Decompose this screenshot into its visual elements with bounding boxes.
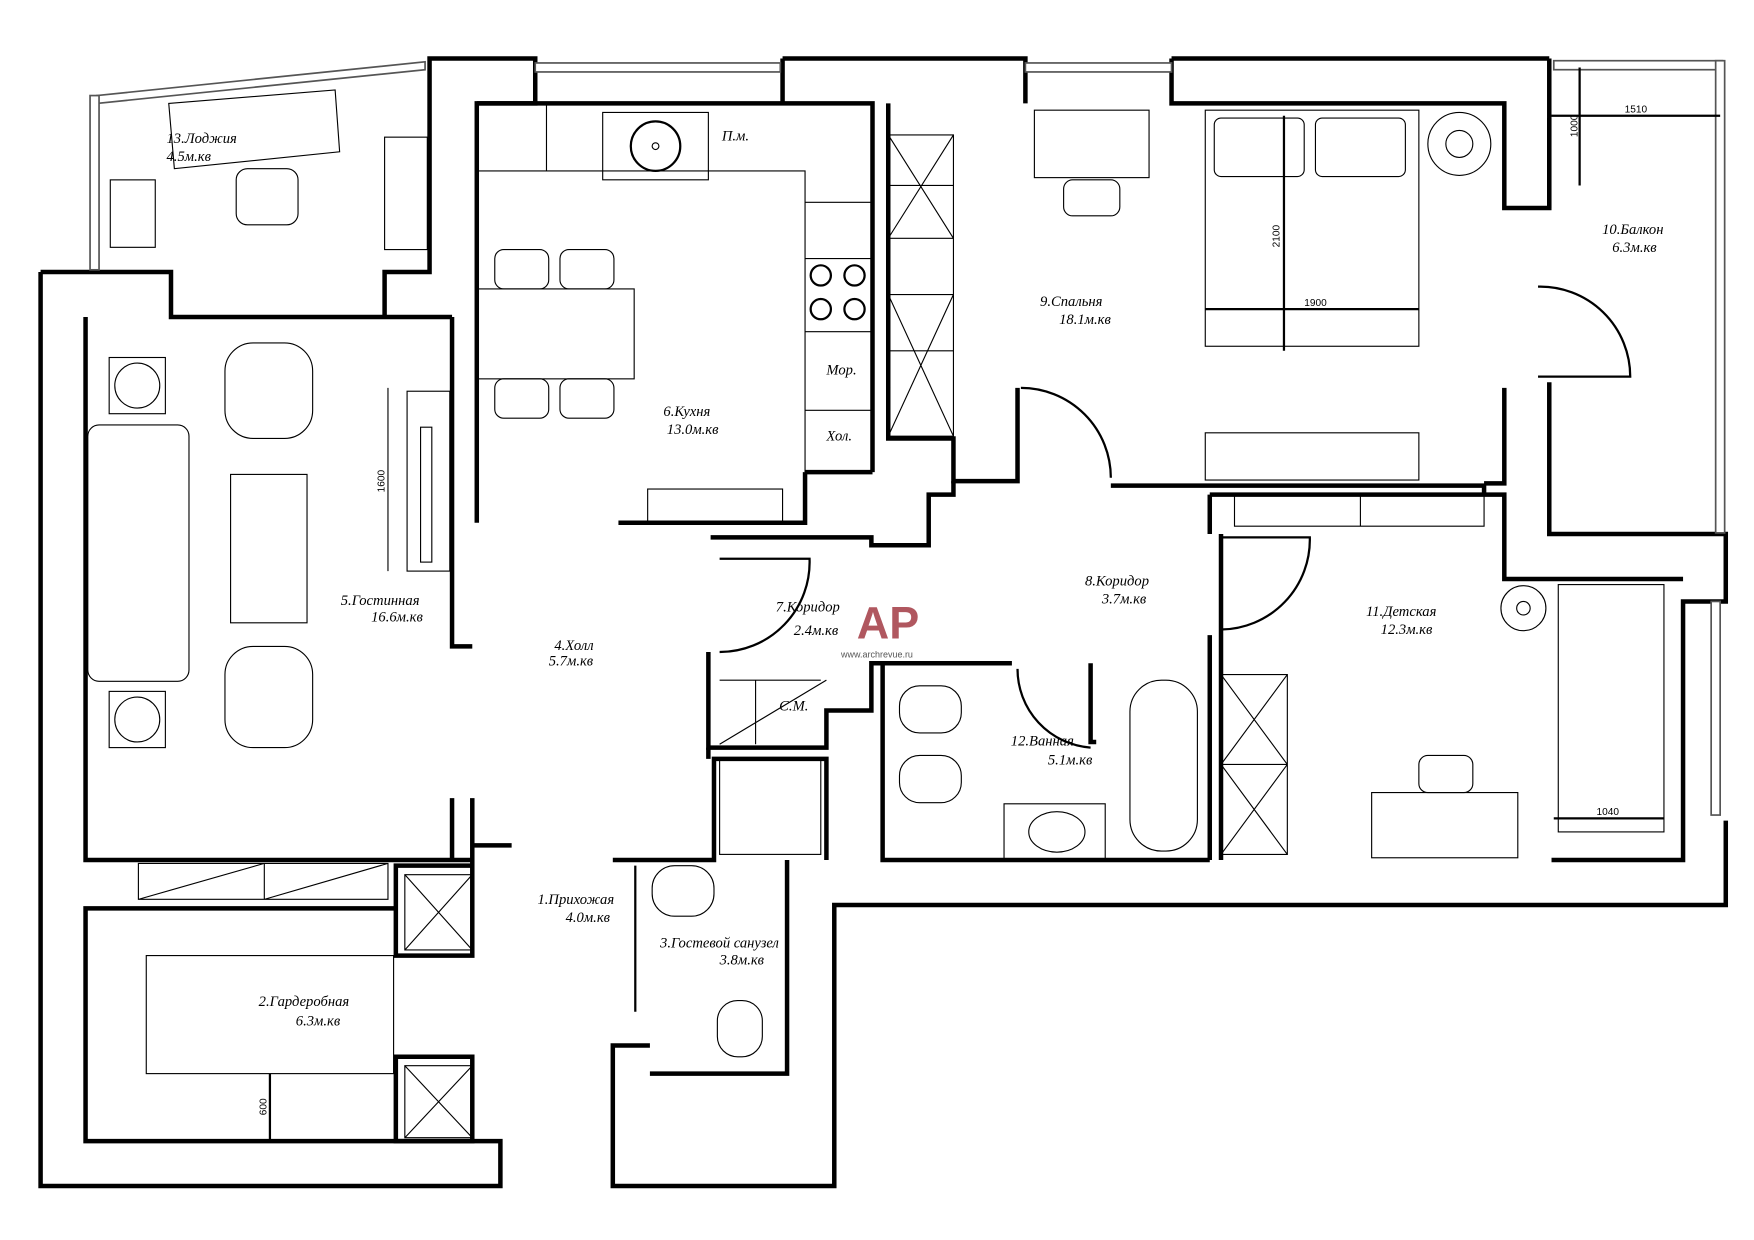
kids-desk [1371, 792, 1519, 859]
windows [89, 59, 1726, 816]
dim-balcony-depth: 1000 [1569, 114, 1580, 137]
room-8-area: 3.7м.кв [1101, 592, 1147, 608]
loggia-cabinet [384, 136, 428, 251]
dresser [1204, 432, 1420, 481]
closet-shelf [137, 862, 389, 900]
watermark-logo: AP [857, 598, 919, 649]
room-7-area: 2.4м.кв [794, 623, 839, 639]
freezer-label: Мор. [825, 362, 856, 378]
coffee-table [230, 473, 308, 624]
room-3-name: 3.Гостевой санузел [659, 936, 779, 952]
room-5-name: 5.Гостинная [341, 593, 420, 609]
armchair [224, 342, 314, 440]
room-4-area: 5.7м.кв [549, 654, 594, 670]
dishwasher-label: П.м. [721, 129, 749, 145]
room-12-area: 5.1м.кв [1048, 752, 1093, 768]
room-labels: 13.Лоджия 4.5м.кв 5.Гостинная 16.6м.кв 6… [167, 131, 1664, 1030]
room-5-area: 16.6м.кв [371, 610, 423, 626]
doors [634, 285, 1632, 1012]
kids-bed [1557, 584, 1665, 833]
room-13-area: 4.5м.кв [167, 149, 212, 165]
room-12-name: 12.Ванная [1011, 733, 1074, 749]
wardrobe [887, 134, 955, 437]
dim-bed-length: 2100 [1271, 224, 1282, 247]
room-11-name: 11.Детская [1366, 604, 1437, 620]
room-9-name: 9.Спальня [1040, 294, 1103, 310]
room-10-area: 6.3м.кв [1612, 240, 1657, 256]
room-3-area: 3.8м.кв [719, 953, 765, 969]
room-6-area: 13.0м.кв [667, 422, 719, 438]
dim-kids-desk: 1040 [1596, 807, 1619, 818]
boiler-cabinet [719, 758, 822, 855]
dim-balcony-width: 1510 [1625, 104, 1648, 115]
tv-unit [406, 390, 451, 572]
side-table [108, 690, 166, 749]
interior-walls [393, 101, 1684, 1144]
sofa [87, 424, 190, 682]
bedroom-desk [1033, 109, 1150, 179]
room-8-name: 8.Коридор [1085, 574, 1149, 590]
outer-walls [38, 56, 1729, 1189]
room-11-area: 12.3м.кв [1381, 622, 1433, 638]
kitchen-sink [629, 120, 682, 173]
watermark: AP www.archrevue.ru [840, 598, 919, 660]
bathtub [1129, 679, 1198, 852]
room-1-area: 4.0м.кв [566, 910, 611, 926]
room-1-name: 1.Прихожая [537, 892, 614, 908]
room-2-name: 2.Гардеробная [259, 994, 350, 1010]
toilet [898, 754, 962, 804]
room-9-area: 18.1м.кв [1059, 312, 1111, 328]
furniture [87, 89, 1665, 1139]
room-6-name: 6.Кухня [663, 404, 710, 420]
washer-label: С.М. [779, 698, 808, 714]
dining-table [476, 288, 635, 380]
side-table [108, 356, 166, 415]
fixture-labels: П.м. Мор. Хол. С.М. [721, 129, 857, 715]
bidet [898, 685, 962, 734]
armchair [224, 645, 314, 749]
dimension-lines: 1510 1000 2100 1900 1600 1040 600 [259, 67, 1721, 1142]
room-4-name: 4.Холл [554, 638, 593, 654]
bed [1204, 109, 1420, 347]
wardrobe-island [145, 955, 395, 1075]
loggia-table [168, 89, 341, 170]
watermark-url: www.archrevue.ru [840, 650, 913, 660]
kids-wardrobe [1233, 494, 1485, 527]
kitchen-bench [647, 488, 784, 524]
guest-sink [651, 865, 715, 917]
kids-closet [1220, 673, 1288, 855]
dim-bed-width: 1900 [1304, 298, 1327, 309]
loggia-shelf [109, 179, 156, 248]
room-10-name: 10.Балкон [1602, 222, 1663, 238]
room-2-area: 6.3м.кв [296, 1013, 341, 1029]
guest-toilet [716, 999, 763, 1058]
dim-wardrobe-depth: 600 [259, 1098, 270, 1115]
loggia-chair [235, 168, 299, 226]
vanity [1003, 803, 1106, 861]
washer-niche [719, 679, 827, 745]
fridge-label: Хол. [825, 429, 852, 445]
dim-tv-unit: 1600 [377, 470, 388, 493]
room-7-name: 7.Коридор [776, 600, 840, 616]
room-13-name: 13.Лоджия [167, 131, 238, 147]
